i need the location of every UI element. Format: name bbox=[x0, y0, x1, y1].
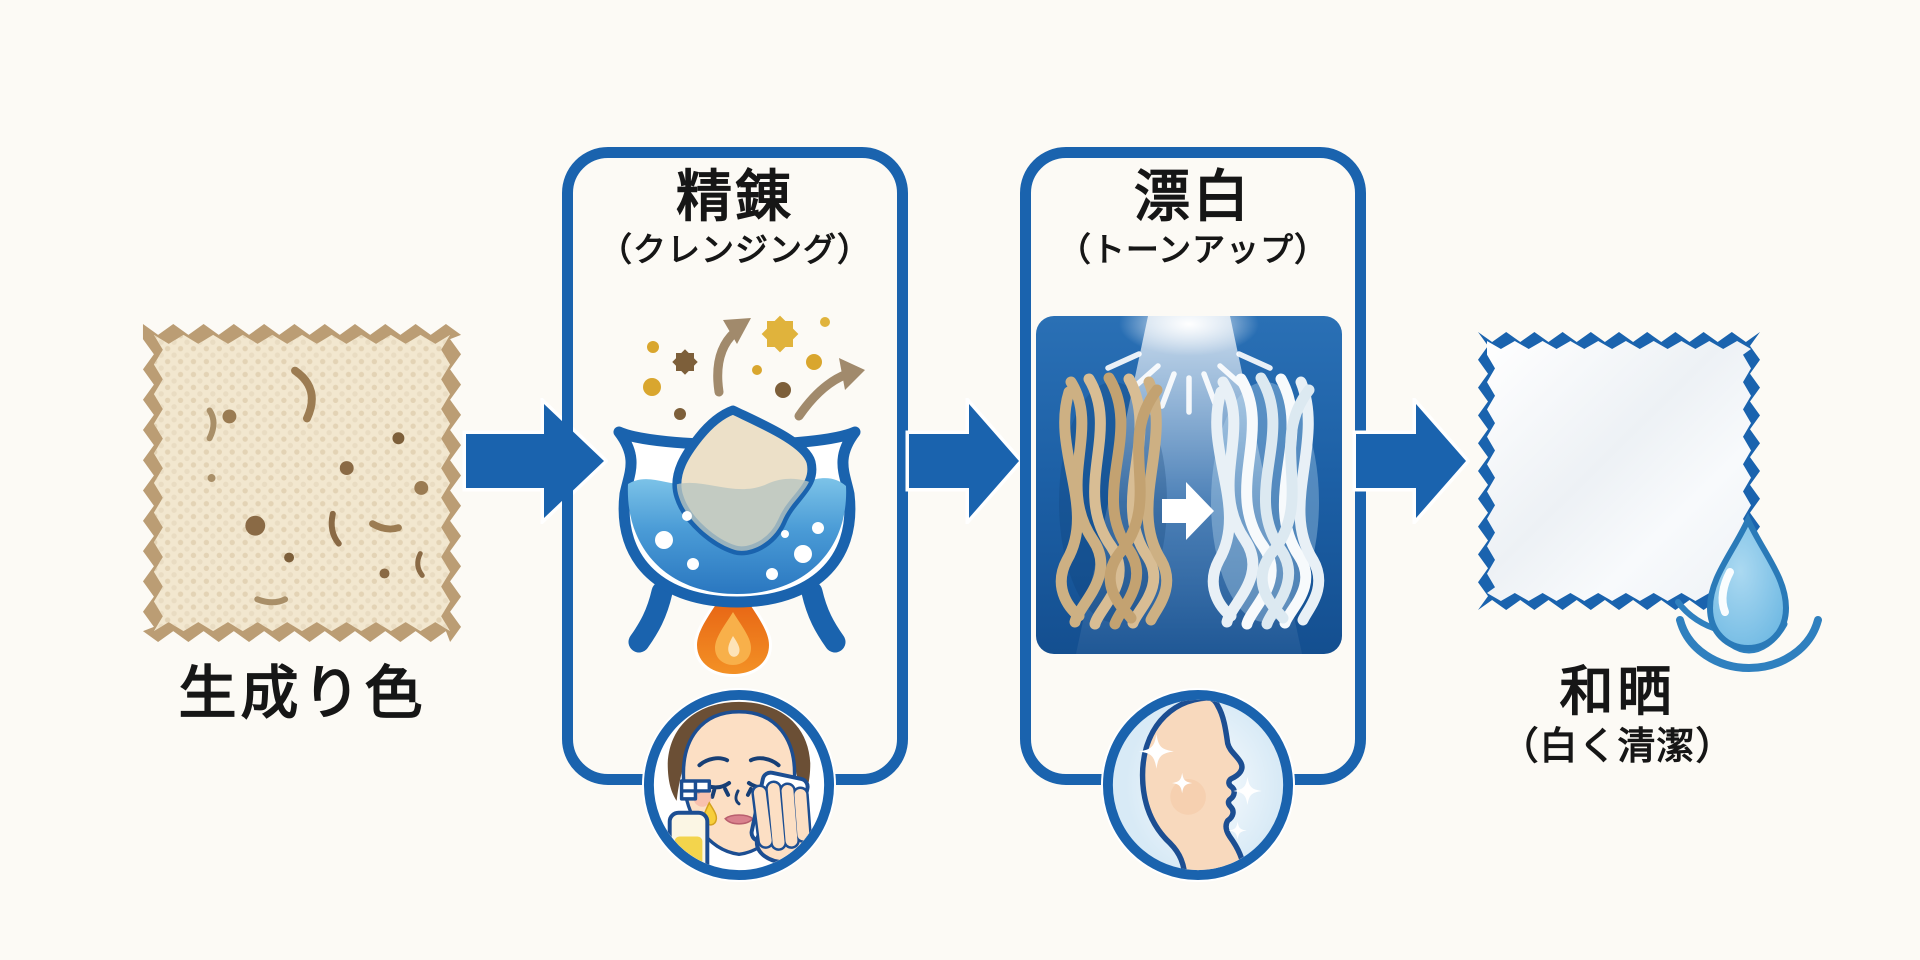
result-subtitle: （白く清潔） bbox=[1500, 726, 1735, 769]
light-glow bbox=[1119, 316, 1259, 356]
source-label: 生成り色 bbox=[178, 661, 427, 726]
white-fabric-swatch bbox=[1478, 332, 1760, 610]
face-profile bbox=[1139, 699, 1249, 871]
fiber-bundle-white-icon bbox=[1207, 372, 1325, 630]
step1-heading: 精錬 （クレンジング） bbox=[573, 165, 897, 269]
sparkles bbox=[1139, 733, 1262, 840]
particle-burst-brown bbox=[672, 349, 698, 375]
water-drop-icon bbox=[1675, 512, 1822, 673]
boiling-pot-icon bbox=[613, 315, 865, 678]
water-bubbles bbox=[655, 511, 824, 580]
result-label-block: 和晒 （白く清潔） bbox=[1455, 662, 1780, 769]
flow-arrow-icon bbox=[905, 398, 1023, 524]
face-cleansing-icon bbox=[641, 687, 837, 883]
impurity-particles-icon bbox=[643, 315, 865, 421]
tone-up-panel bbox=[1036, 316, 1342, 654]
tone-up-arrow-icon bbox=[1162, 482, 1214, 540]
particle-burst-gold bbox=[761, 315, 799, 353]
pot-leg-left bbox=[628, 581, 673, 653]
natural-fabric-swatch bbox=[142, 323, 462, 643]
hand-with-pad bbox=[749, 770, 815, 865]
step2-heading: 漂白 （トーンアップ） bbox=[1031, 165, 1355, 269]
lips bbox=[724, 814, 754, 825]
fiber-bundle-natural-icon bbox=[1055, 372, 1173, 630]
step2-title: 漂白 bbox=[1134, 165, 1252, 228]
drop bbox=[1706, 512, 1790, 652]
escape-arrow-up bbox=[713, 327, 740, 397]
result-title: 和晒 bbox=[1559, 662, 1676, 722]
step1-title: 精錬 bbox=[676, 165, 794, 228]
flow-arrow-icon bbox=[1352, 398, 1470, 524]
pot-leg-right bbox=[801, 581, 846, 653]
bright-face-icon bbox=[1100, 687, 1296, 883]
step1-subtitle: （クレンジング） bbox=[599, 230, 871, 268]
step2-subtitle: （トーンアップ） bbox=[1057, 230, 1329, 268]
fabric-specks bbox=[206, 366, 429, 606]
flame-icon bbox=[693, 572, 773, 678]
escape-arrow-right bbox=[794, 369, 852, 421]
